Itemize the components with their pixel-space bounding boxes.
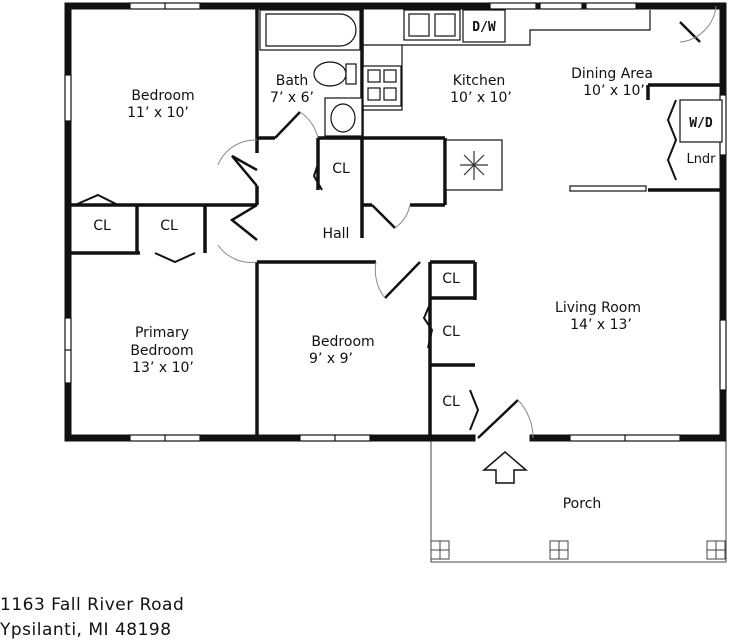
door-primary [217,203,258,263]
room-dims-bedroom-s: 9’ x 9’ [309,351,353,367]
dishwasher [462,9,506,43]
room-name-primary-2: Bedroom [130,343,193,359]
bathtub-icon [259,9,361,51]
room-dims-dining: 10’ x 10’ [583,83,645,99]
porch-post [706,540,726,560]
room-name-kitchen: Kitchen [453,73,506,89]
porch-post [549,540,569,560]
porch-post [430,540,450,560]
closet-label: CL [442,271,460,287]
address-line-1: 1163 Fall River Road [0,595,185,615]
appliance-dw-label: D/W [472,20,496,35]
door-bath [274,111,319,139]
address-line-2: Ypsilanti, MI 48198 [0,620,172,640]
door-side [679,5,717,43]
toilet-icon [313,61,347,87]
closet-label: CL [332,161,350,177]
bath-fixtures [259,9,723,143]
porch [430,438,727,563]
closet-label: CL [160,218,178,234]
room-dims-kitchen: 10’ x 10’ [450,90,512,106]
room-dims-living: 14’ x 13’ [570,317,632,333]
door-bedroom-ne [217,139,258,187]
bath-sink-icon [330,103,356,133]
washer-dryer [679,99,723,143]
breakfast-bar [569,185,647,192]
doors [74,5,717,439]
door-closet-1 [422,303,434,349]
windows [64,2,727,442]
appliance-wd-label: W/D [689,116,713,131]
room-name-living: Living Room [555,300,641,316]
closet-label: CL [442,394,460,410]
door-closet-hall [312,163,323,191]
closet-label: CL [442,324,460,340]
room-name-primary-1: Primary [135,325,189,341]
kitchen-fixtures [362,9,651,192]
room-dims-primary: 13’ x 10’ [132,360,194,376]
closet-label: CL [93,218,111,234]
room-dims-bath: 7’ x 6’ [270,90,314,106]
room-name-hall: Hall [323,226,350,242]
door-laundry [666,99,678,181]
room-name-bath: Bath [276,73,309,89]
room-dims-bedroom-ne: 11’ x 10’ [127,105,189,121]
door-bifold-closet [74,193,196,264]
room-name-laundry: Lndr [686,152,716,167]
entry-arrow-icon [481,451,529,484]
room-name-bedroom-s: Bedroom [311,334,374,350]
door-front [477,399,534,439]
room-name-dining: Dining Area [571,66,653,82]
door-kitchen [371,204,411,229]
door-closet-2 [469,389,480,431]
room-name-porch: Porch [563,496,602,512]
door-bedroom-s [374,261,421,299]
room-name-bedroom-ne: Bedroom [131,88,194,104]
